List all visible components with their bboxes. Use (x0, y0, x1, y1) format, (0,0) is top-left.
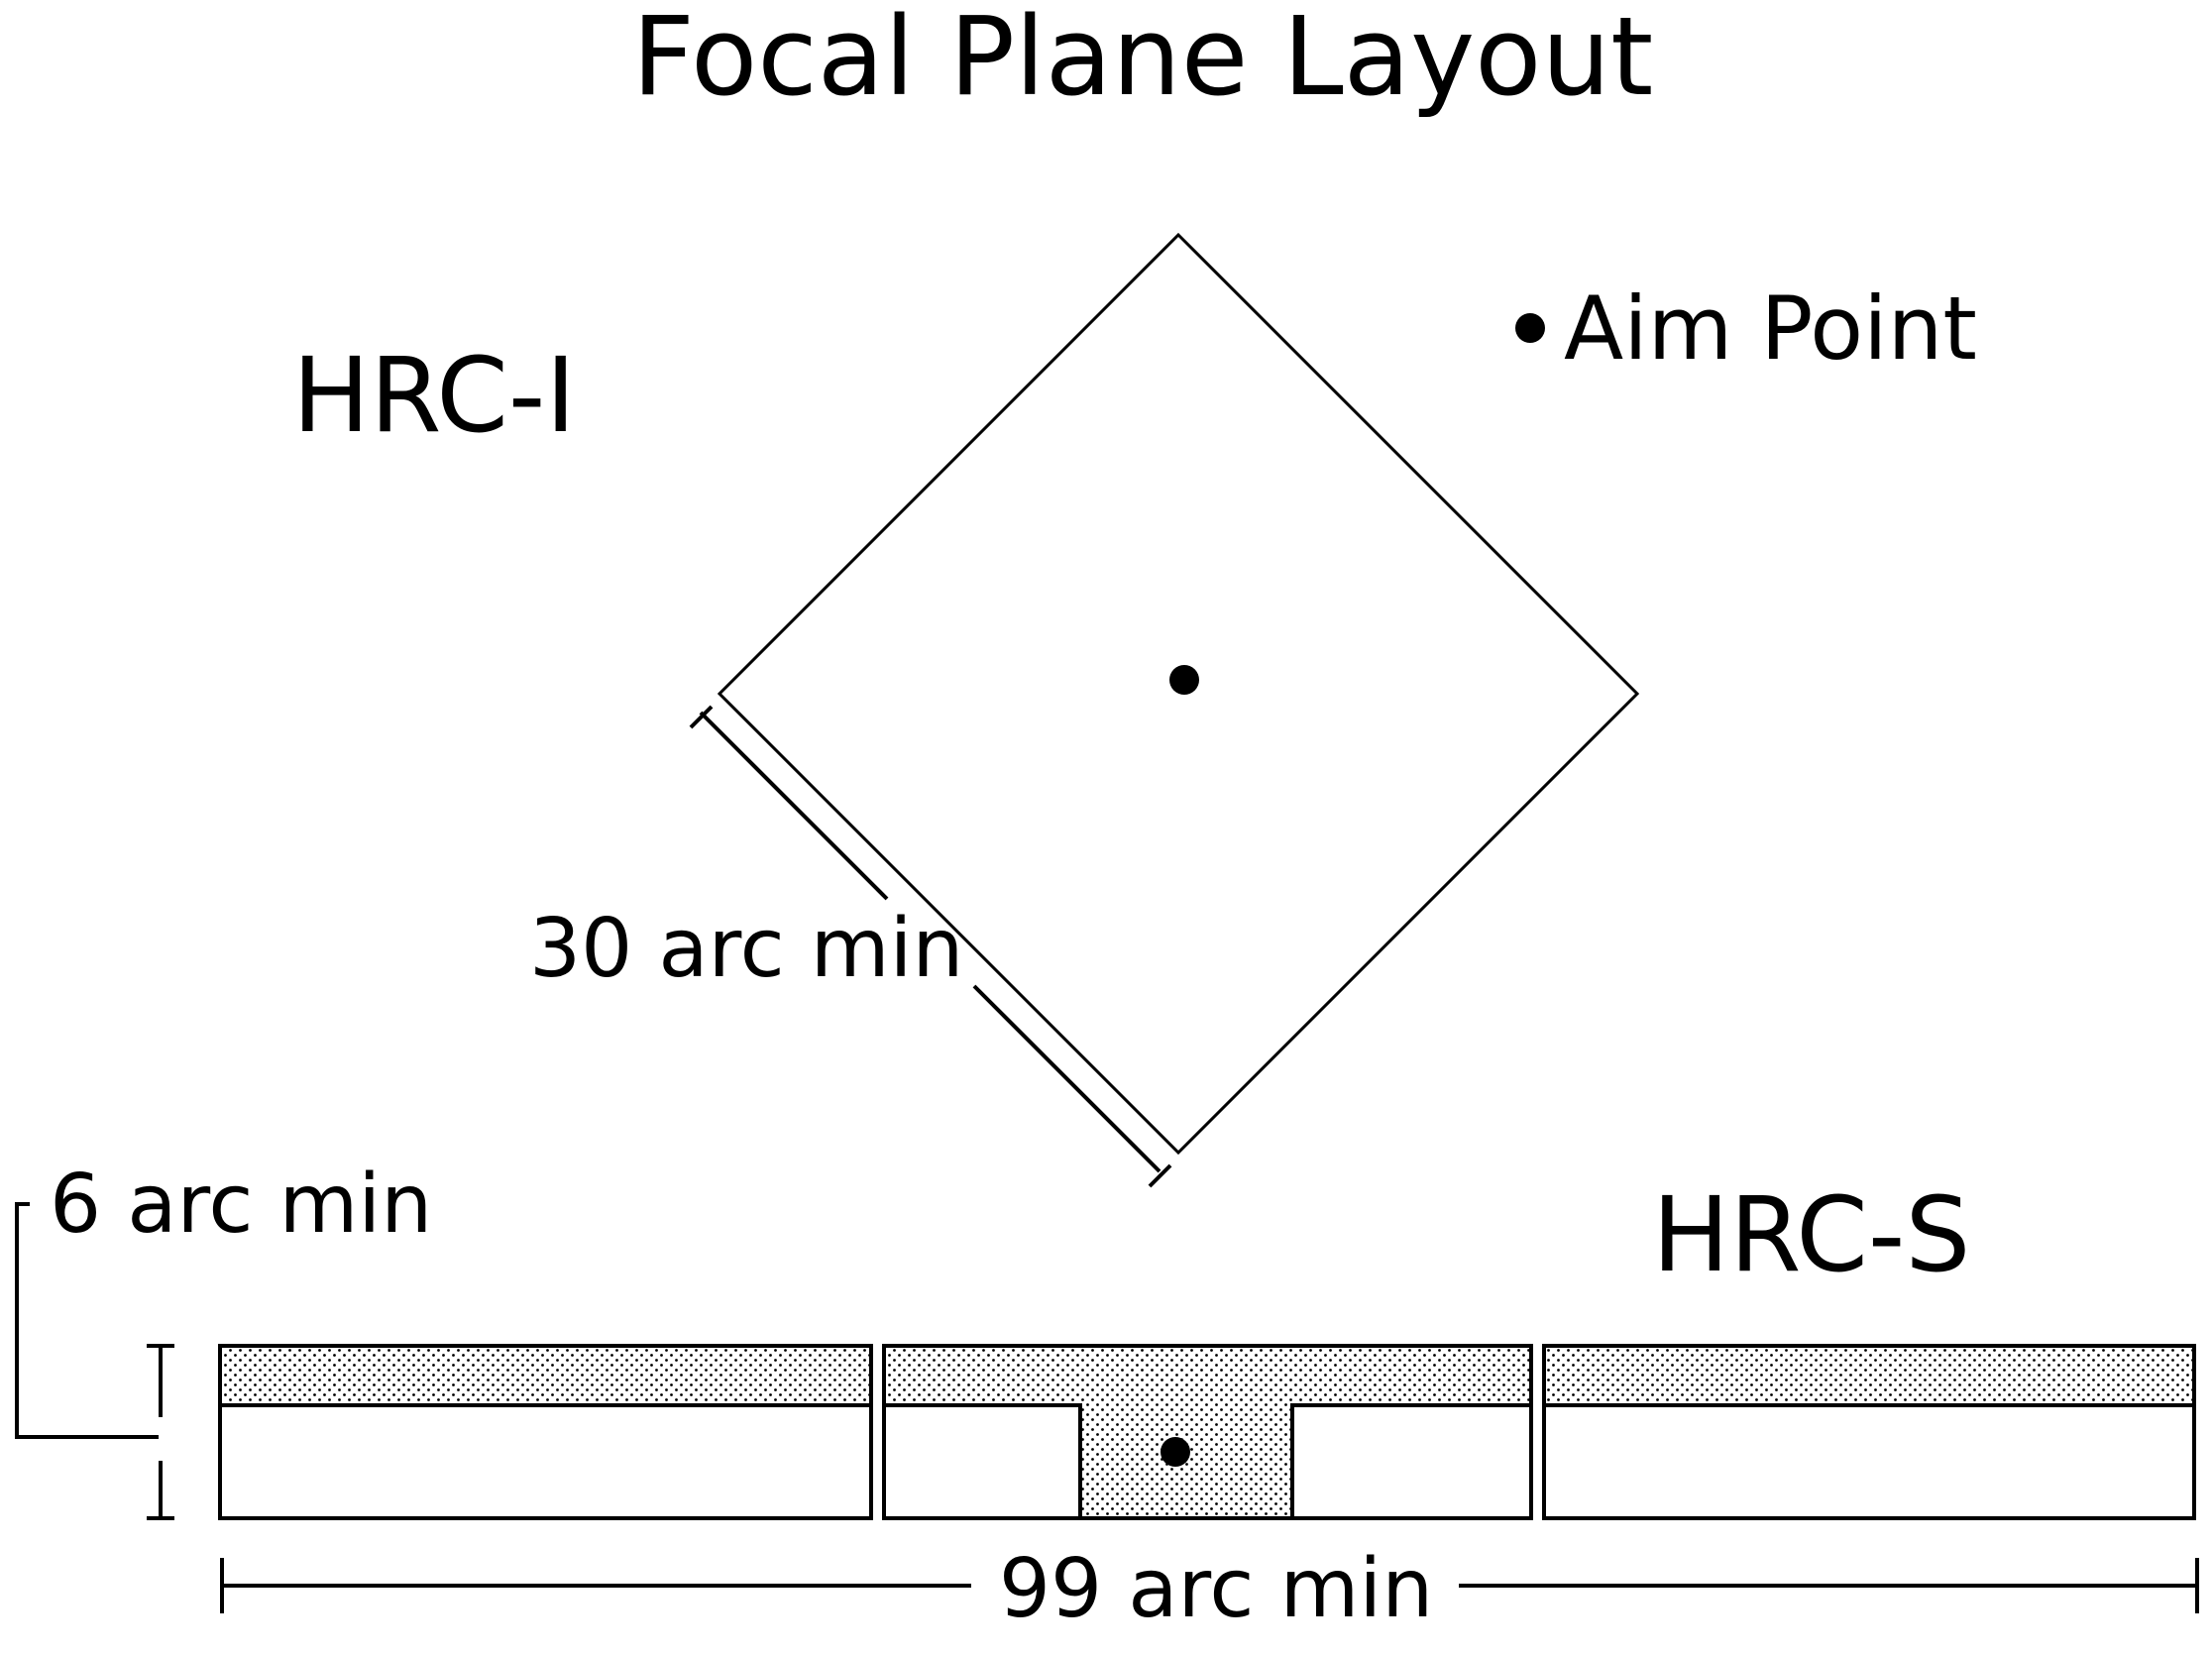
hrc-i-side-dimension-label: 30 arc min (529, 902, 963, 996)
hrc-s-length-dimension-label: 99 arc min (999, 1542, 1433, 1636)
hrc-s-segment-right (1542, 1344, 2196, 1520)
hrc-s-length-dimension-line (220, 1558, 2199, 1613)
hrc-s-aim-point (1161, 1437, 1190, 1467)
diagram-title: Focal Plane Layout (632, 0, 1654, 120)
hrc-i-label: HRC-I (292, 335, 576, 456)
hrc-s-segment-center (882, 1344, 1533, 1520)
hrc-s-height-dimension-line (147, 1344, 174, 1520)
hrc-s-height-leader (15, 1202, 159, 1439)
hrc-s-label: HRC-S (1652, 1174, 1970, 1295)
aim-point-legend-icon (1515, 313, 1545, 343)
hrc-i-side-dimension-line (689, 705, 1172, 1188)
hrc-s-height-dimension-label: 6 arc min (50, 1158, 432, 1252)
aim-point-legend-label: Aim Point (1564, 277, 1977, 380)
hrc-i-detector (717, 232, 1640, 1156)
hrc-s-segment-left (218, 1344, 873, 1520)
hrc-i-aim-point (1169, 665, 1199, 695)
